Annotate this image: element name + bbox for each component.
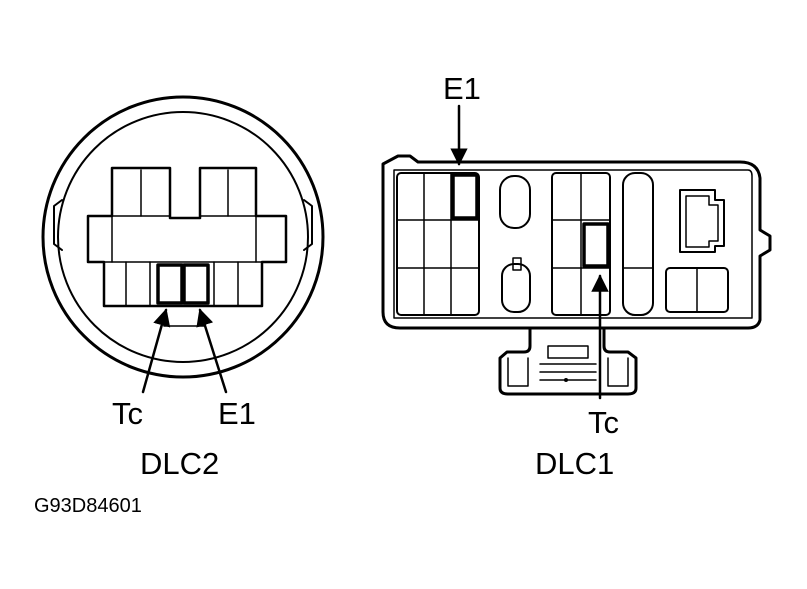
dlc1-tc-pin <box>582 222 610 268</box>
dlc1-e1-label: E1 <box>443 71 481 106</box>
dlc1-lower-oval-slot <box>501 263 531 313</box>
dlc2-tc-pin <box>156 263 184 305</box>
dlc1-housing <box>381 154 772 396</box>
dlc2-tc-arrow <box>141 308 171 394</box>
dlc2-right-key-tab <box>303 199 313 251</box>
dlc1-latch-inner <box>685 195 719 248</box>
dlc2-upper-left-pins <box>111 169 171 217</box>
dlc2-e1-arrow <box>196 308 228 394</box>
dlc2-upper-right-pins <box>199 169 257 217</box>
dlc1-latch-socket <box>679 189 725 253</box>
dlc1-lower-right-pins <box>665 267 729 313</box>
dlc2-tc-label: Tc <box>112 396 143 431</box>
dlc2-outer-ring <box>41 95 325 379</box>
dlc2-e1-pin <box>182 263 210 305</box>
dlc1-left-pin-group <box>396 172 480 316</box>
dlc2-e1-label: E1 <box>218 396 256 431</box>
dlc2-connector <box>41 95 325 394</box>
figure-code: G93D84601 <box>34 495 142 517</box>
dlc2-inner-ring <box>57 111 309 363</box>
dlc1-bottom-tab <box>507 345 629 387</box>
dlc1-e1-pin <box>451 173 479 220</box>
dlc1-tc-label: Tc <box>588 405 619 440</box>
dlc2-terminal-bracket <box>163 315 205 327</box>
dlc1-upper-oval-slot <box>499 175 531 229</box>
dlc1-right-slot-column <box>622 172 654 316</box>
dlc2-left-key-tab <box>53 199 63 251</box>
dlc1-small-notch <box>512 257 522 271</box>
dlc1-title: DLC1 <box>535 446 614 481</box>
dlc2-title: DLC2 <box>140 446 219 481</box>
dlc2-lower-row-pins <box>125 261 239 307</box>
dlc1-inner-frame <box>393 169 753 319</box>
dlc2-middle-row-pins <box>87 215 287 263</box>
dlc1-middle-pin-group <box>551 172 611 316</box>
dlc1-connector <box>381 104 772 400</box>
